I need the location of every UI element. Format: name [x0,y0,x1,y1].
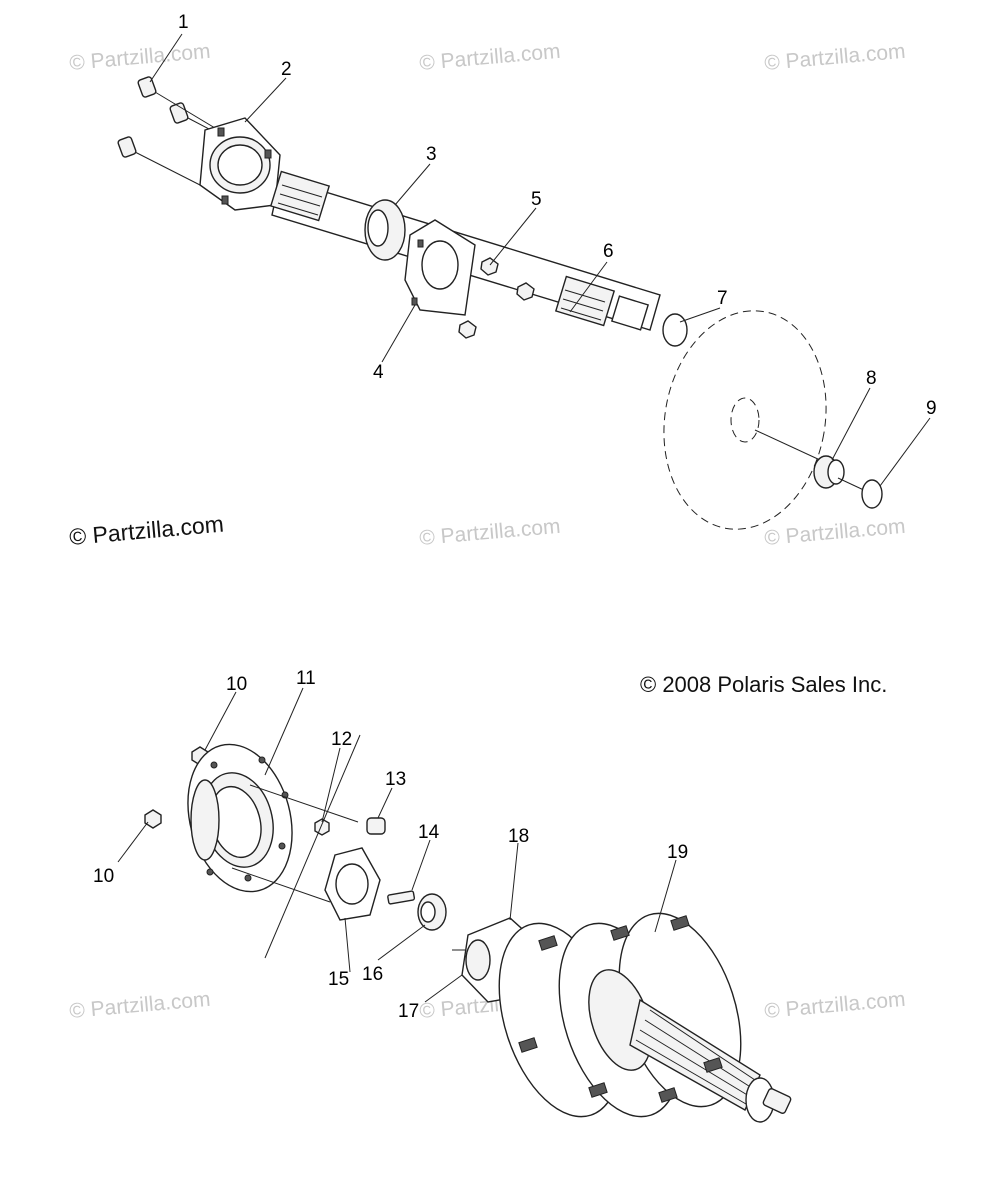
watermark-top-left: © Partzilla.com [68,40,211,75]
callout-18: 18 [508,826,529,847]
bottom-callouts: 10 10 11 12 13 14 15 16 17 18 19 [93,668,688,1022]
watermark-top-center: © Partzilla.com [418,40,561,75]
callout-10-upper: 10 [226,674,247,695]
callout-5: 5 [531,189,542,210]
bearing-flange-part-2 [199,117,281,211]
callout-3: 3 [426,144,437,165]
callout-16: 16 [362,964,383,985]
drive-assembly [117,687,792,1123]
nut-part-5 [458,257,535,339]
watermark-bottom-right: © Partzilla.com [763,988,906,1023]
bearing-part-3 [364,199,406,261]
retaining-ring-part-7 [662,313,688,347]
polaris-copyright: © 2008 Polaris Sales Inc. [640,672,887,697]
bushing-part-8 [813,455,845,489]
gasket-plate-part-15 [324,847,381,921]
callout-13: 13 [385,769,406,790]
partzilla-copyright: © Partzilla.com [68,511,225,550]
drive-sprocket-part-19 [498,912,792,1123]
hub-flange-part-11 [187,743,293,893]
callout-6: 6 [603,241,614,262]
callout-10-lower: 10 [93,866,114,887]
watermark-bottom-left: © Partzilla.com [68,988,211,1023]
nut-part-12 [314,818,330,836]
callout-1: 1 [178,12,189,33]
callout-4: 4 [373,362,384,383]
bolt-part-14 [387,890,416,905]
pin-part-13 [366,817,386,835]
ring-part-9 [861,479,883,509]
callout-2: 2 [281,59,292,80]
callout-12: 12 [331,729,352,750]
watermark-mid-right: © Partzilla.com [763,515,906,550]
flange-plate-part-4 [404,219,476,316]
callout-17: 17 [398,1001,419,1022]
bolt-part-1 [117,76,231,186]
callout-8: 8 [866,368,877,389]
callout-14: 14 [418,822,440,843]
callout-7: 7 [717,288,728,309]
callout-15: 15 [328,969,349,990]
top-callouts: 1 2 3 4 5 6 7 8 9 [178,12,937,419]
jackshaft-assembly [117,33,931,530]
callout-11: 11 [296,668,316,689]
callout-19: 19 [667,842,688,863]
watermark-mid-center: © Partzilla.com [418,515,561,550]
gear-part-16 [417,893,447,931]
nut-part-10-lower [144,809,162,829]
watermark-top-right: © Partzilla.com [763,40,906,75]
callout-9: 9 [926,398,937,419]
driven-sheave-outline [663,310,827,530]
